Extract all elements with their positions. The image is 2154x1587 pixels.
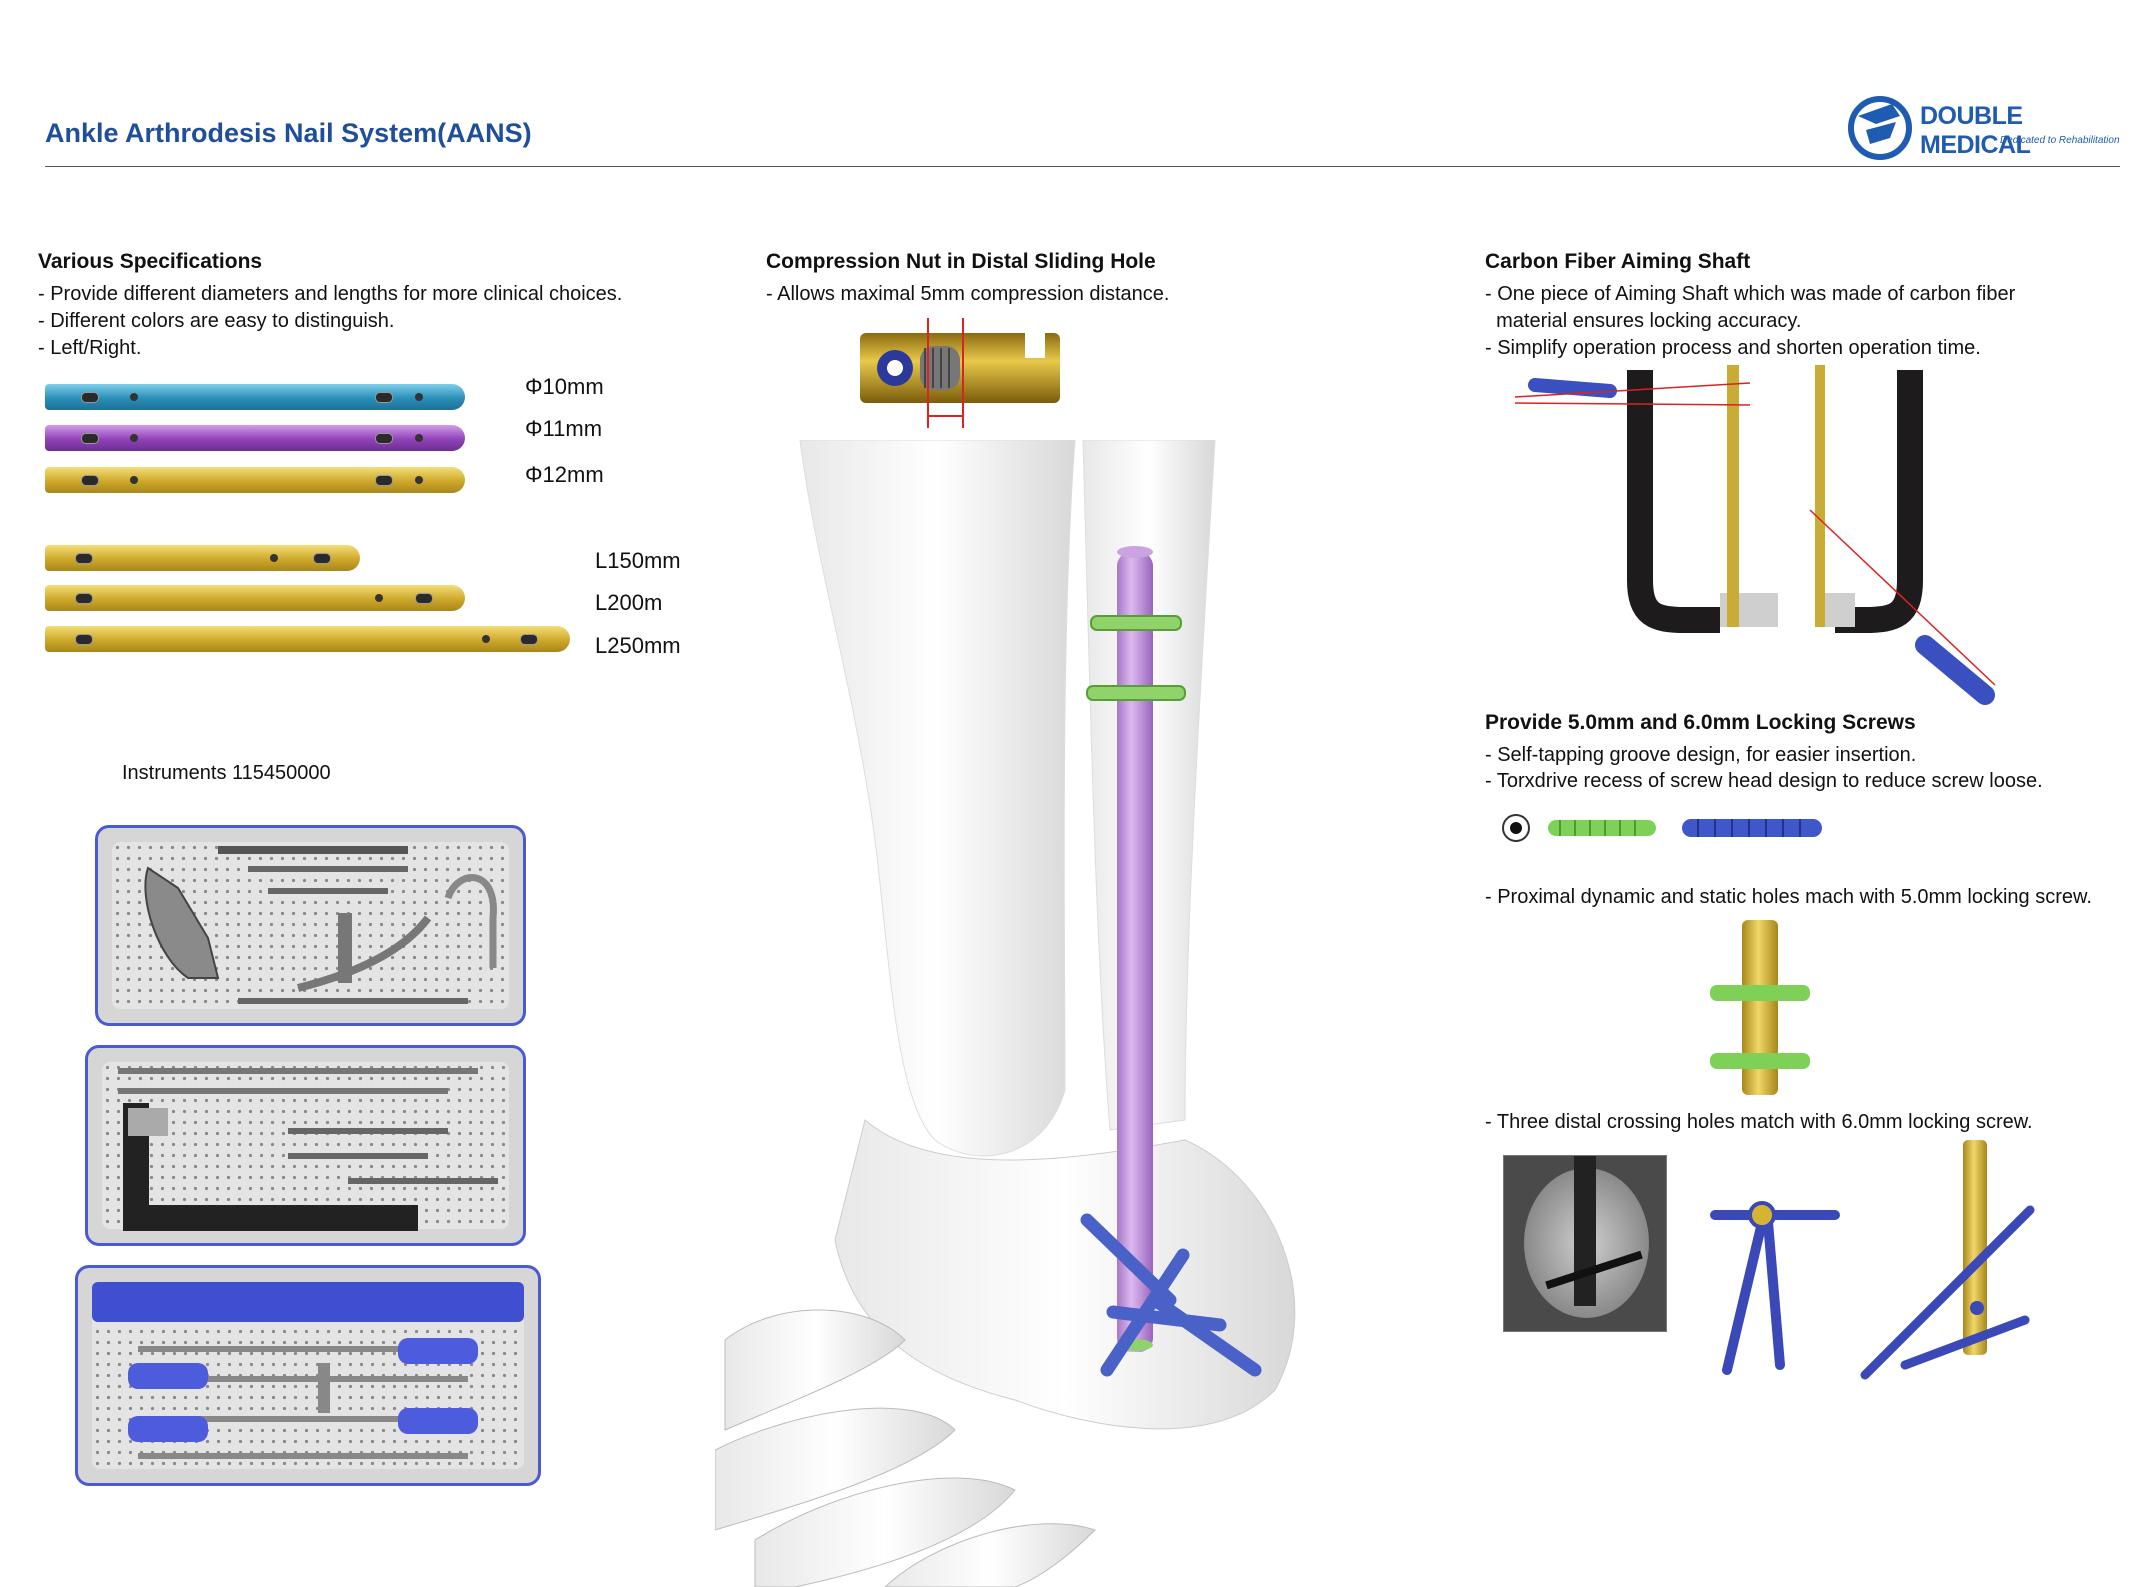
length-label: L150mm [595,548,681,573]
instrument-tray-1 [95,825,526,1026]
logo-mark-icon [1848,96,1912,160]
locking-screws-figure [1502,814,1822,842]
diameter-label: Φ12mm [525,462,604,487]
aiming-bullet: - Simplify operation process and shorten… [1485,337,1981,359]
page-title: Ankle Arthrodesis Nail System(AANS) [45,118,532,148]
aiming-heading: Carbon Fiber Aiming Shaft [1485,250,1751,273]
specs-bullet: - Different colors are easy to distingui… [38,310,395,332]
specs-bullet: - Left/Right. [38,337,142,359]
brand-logo: DOUBLE MEDICAL Dedicated to Rehabilitati… [1848,92,2120,164]
logo-tagline: Dedicated to Rehabilitation [2000,135,2120,146]
ankle-illustration [715,440,1296,1587]
screws-bullet: - Torxdrive recess of screw head design … [1485,770,2043,792]
screws-heading: Provide 5.0mm and 6.0mm Locking Screws [1485,711,1916,734]
compression-nut-figure [860,318,1060,428]
proximal-screw-figure [1710,920,1810,1095]
specs-heading: Various Specifications [38,250,263,273]
specs-bullet: - Provide different diameters and length… [38,283,623,305]
length-label: L250mm [595,633,681,658]
distal-screws-figure-a [1710,1201,1840,1375]
header-divider [45,166,2120,167]
length-label: L200m [595,590,663,615]
distal-screws-figure-b [1860,1140,2035,1380]
nail-diameter-12 [45,467,465,493]
instrument-tray-2 [85,1045,526,1246]
distal-note: - Three distal crossing holes match with… [1485,1111,2033,1133]
compression-heading: Compression Nut in Distal Sliding Hole [766,250,1156,273]
diameter-label: Φ10mm [525,374,604,399]
proximal-note: - Proximal dynamic and static holes mach… [1485,886,2092,908]
instruments-label: Instruments 115450000 [122,762,331,784]
diameter-label: Φ11mm [525,416,603,441]
nail-diameter-11 [45,425,465,451]
compression-bullet: - Allows maximal 5mm compression distanc… [766,283,1170,305]
aiming-shaft-figure [1515,365,1996,705]
instrument-tray-3 [75,1265,541,1486]
screws-bullet: - Self-tapping groove design, for easier… [1485,744,1917,766]
xray-image [1503,1155,1667,1332]
nail-length-200 [45,585,465,611]
nail-length-150 [45,545,360,571]
logo-text: DOUBLE MEDICAL [1920,102,2031,159]
nail-diameter-10 [45,384,465,410]
aiming-bullet: - One piece of Aiming Shaft which was ma… [1485,283,2016,305]
aiming-bullet: material ensures locking accuracy. [1485,310,1802,332]
nail-length-250 [45,626,570,652]
